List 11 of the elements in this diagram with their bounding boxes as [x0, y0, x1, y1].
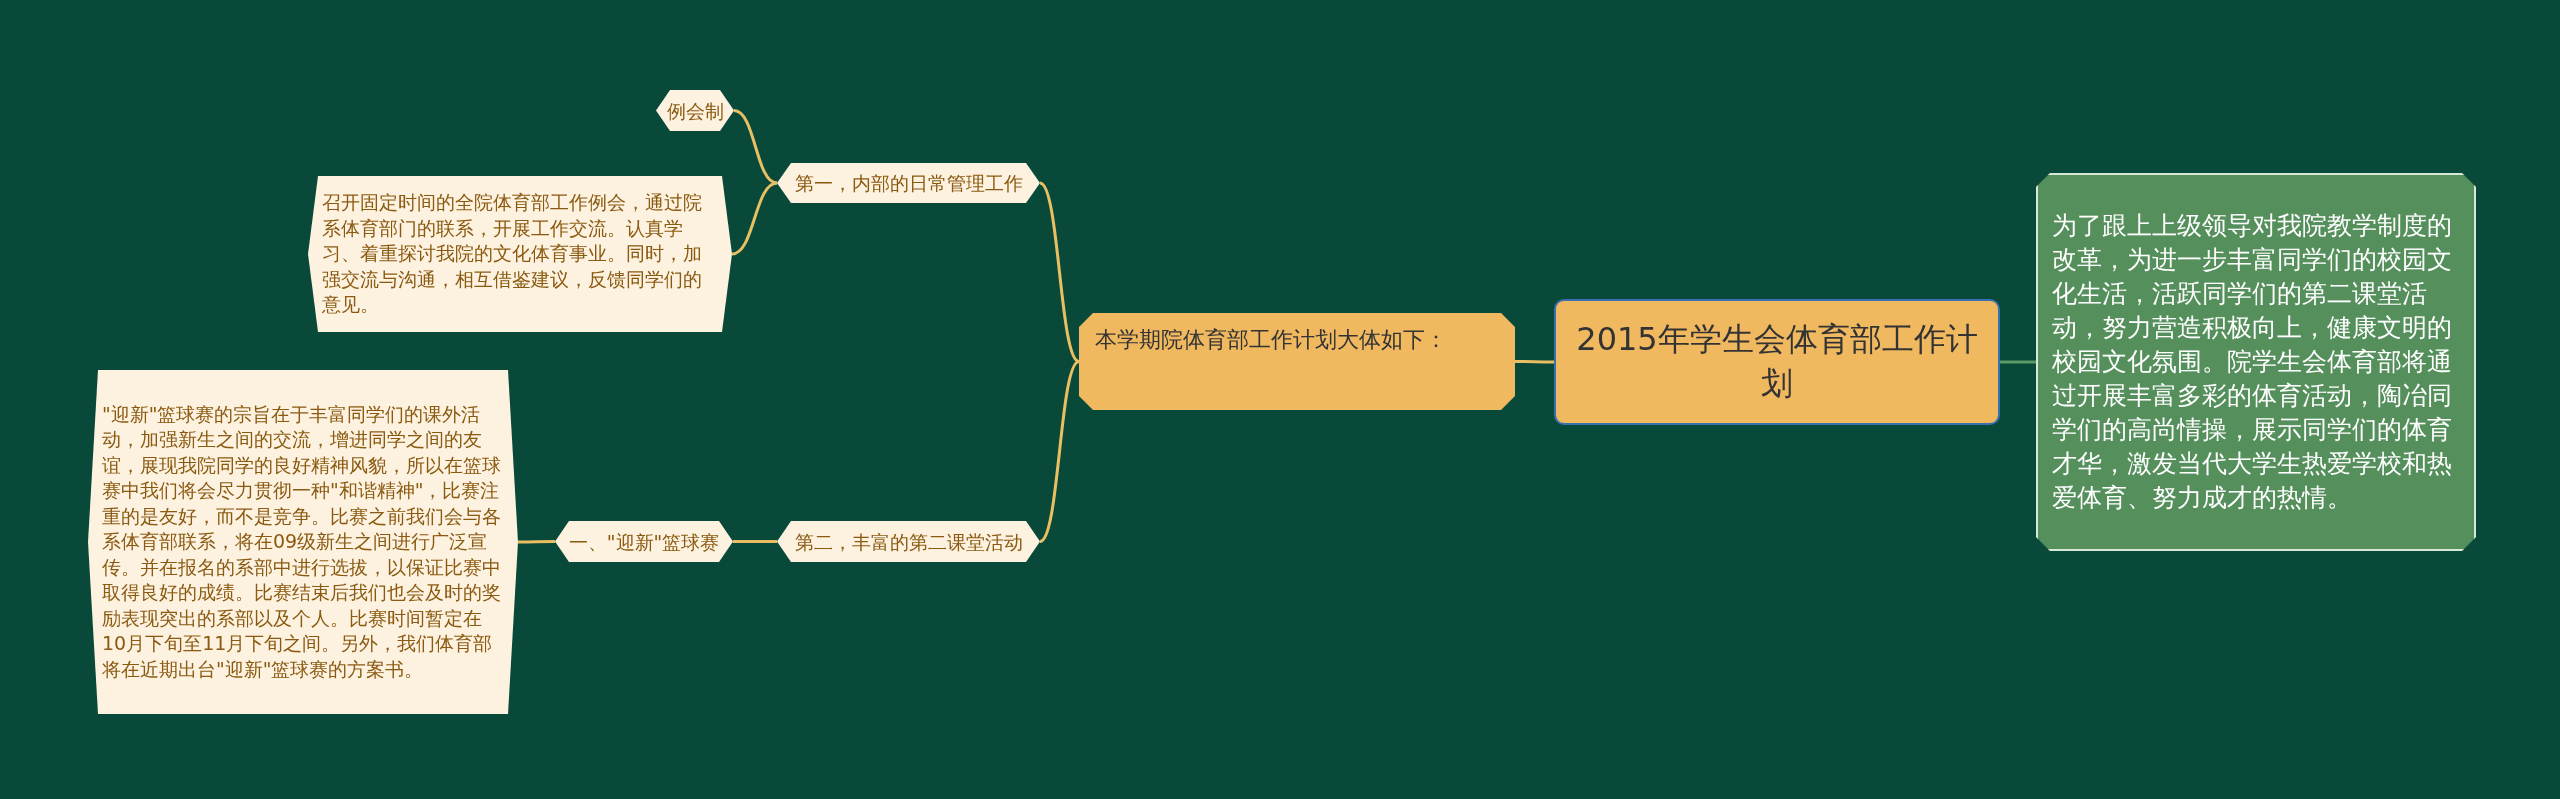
description-box: 为了跟上上级领导对我院教学制度的改革，为进一步丰富同学们的校园文化生活，活跃同学们的第二课堂活动，努力营造积极向上，健康文明的校园文化氛围。院学生会体育部将通过开展丰富多彩的体育活动，陶冶同学们的高尚情操，展示同学们的体育才华，激发当代大学生热爱学校和热爱体育、努力成才的热情。: [2036, 173, 2476, 551]
central-topic-box: 2015年学生会体育部工作计划: [1554, 299, 2000, 425]
connector-line: [733, 540, 777, 543]
connector-line: [733, 109, 778, 185]
branch-box: 本学期院体育部工作计划大体如下：: [1079, 313, 1515, 410]
connector-line: [1039, 360, 1080, 543]
connector-line: [2000, 360, 2036, 364]
connector-line: [1515, 360, 1554, 364]
connector-line: [1039, 181, 1080, 363]
connector-line: [731, 181, 778, 256]
connector-line: [518, 540, 555, 544]
